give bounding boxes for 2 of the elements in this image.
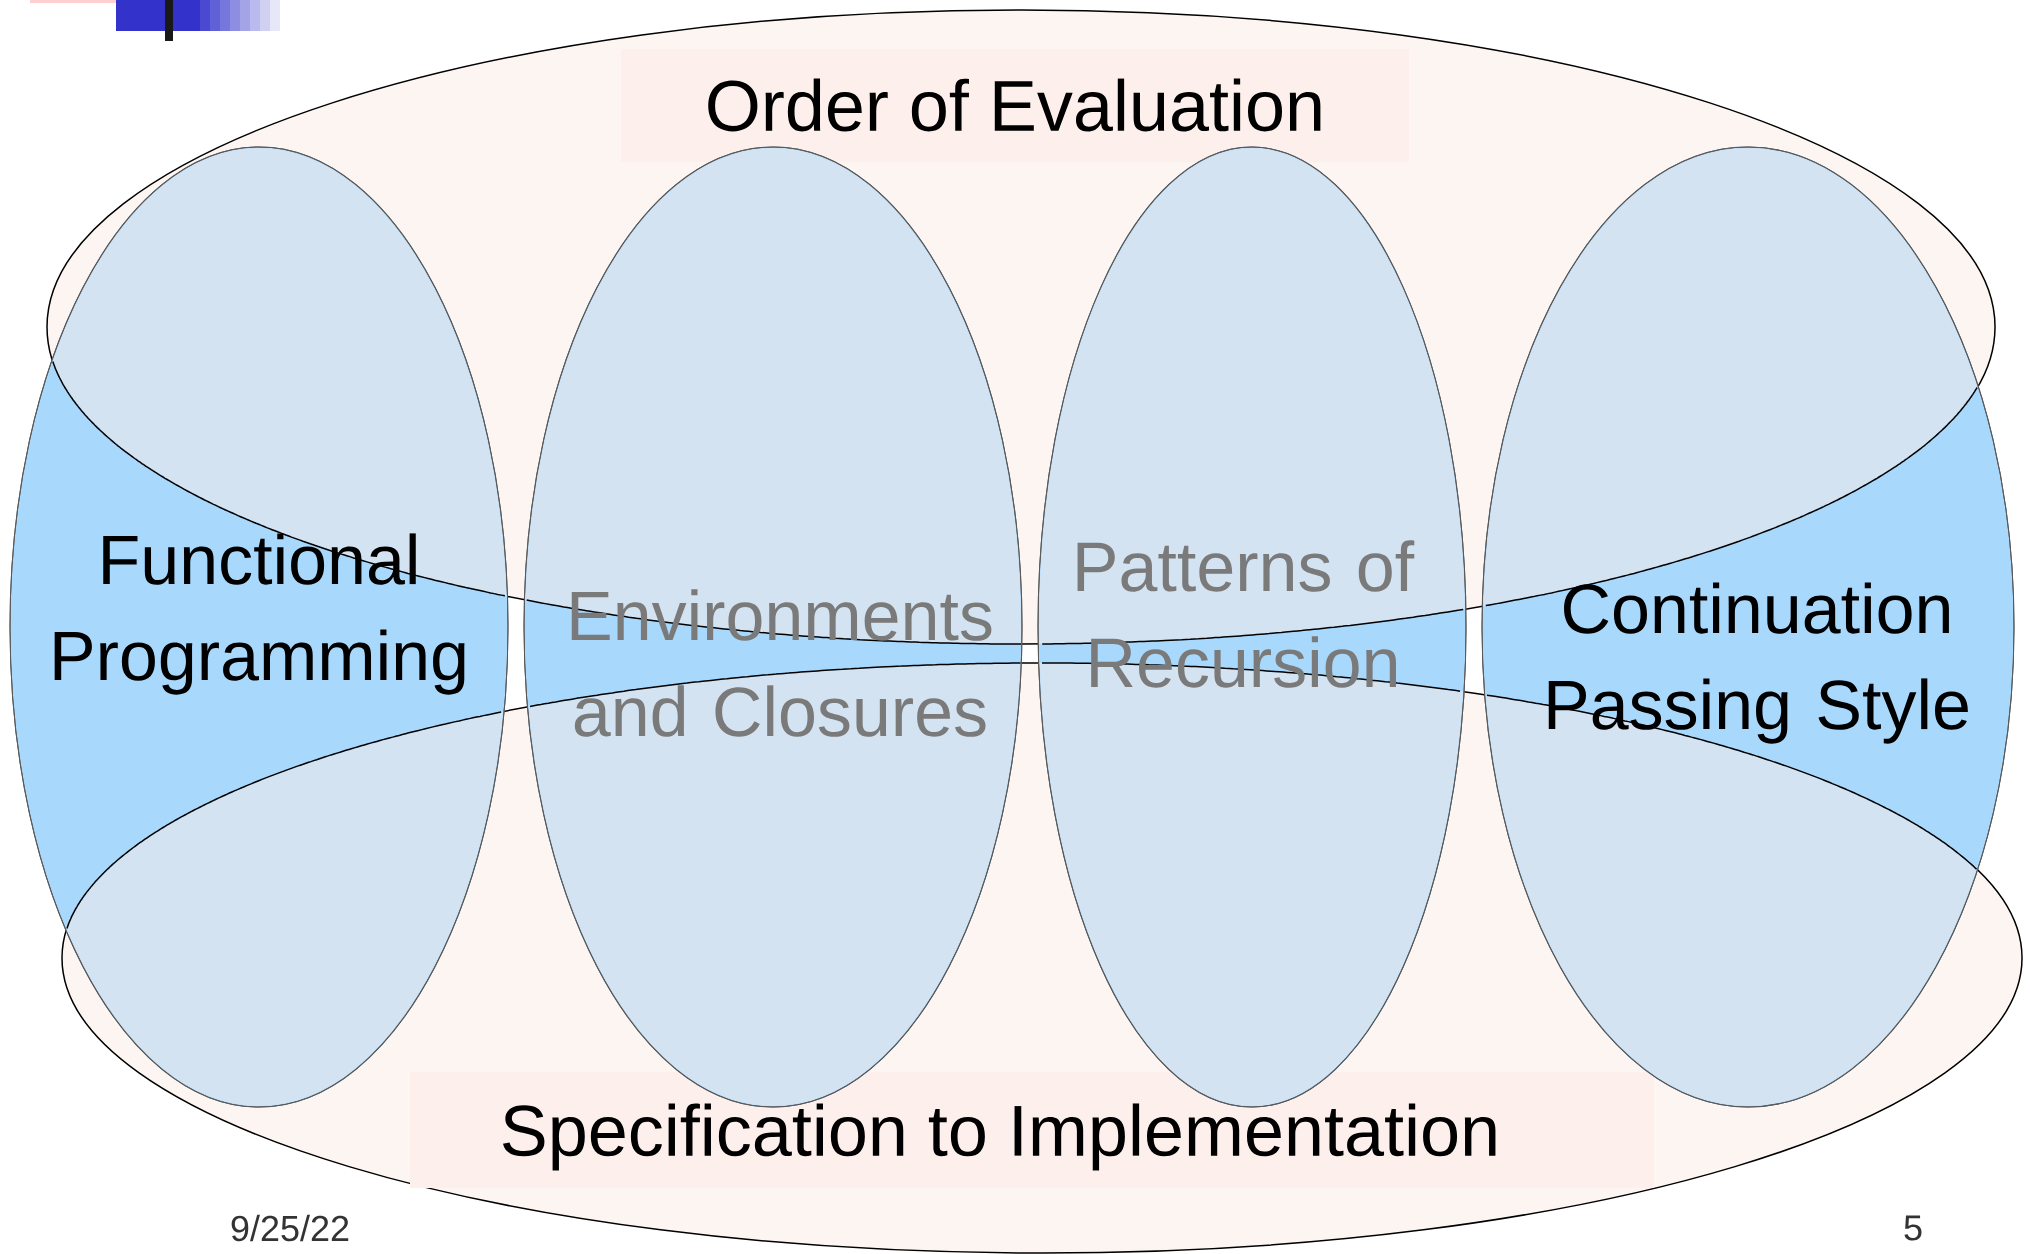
page-number: 5 (1904, 1215, 1922, 1241)
date: 9/25/22 (231, 1214, 349, 1242)
